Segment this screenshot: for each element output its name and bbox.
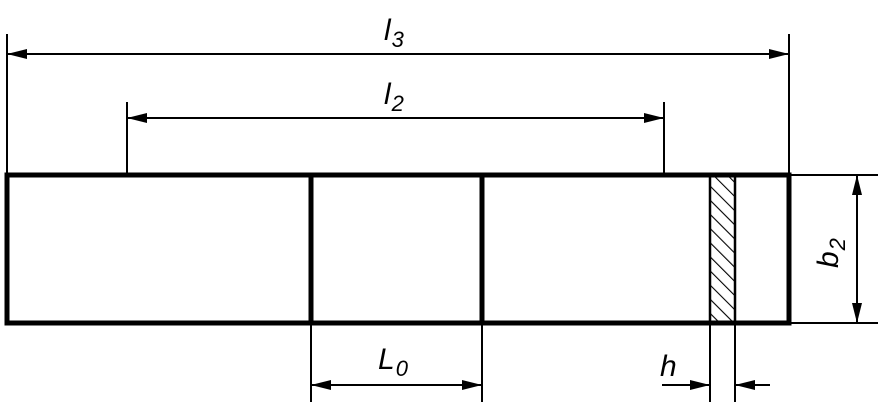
plate-outline [4, 172, 792, 326]
b2-label: b2 [812, 238, 850, 268]
h-label: h [660, 350, 677, 383]
l3-label: l3 [384, 14, 405, 52]
L0-label: L0 [378, 343, 409, 381]
hatched-strip [708, 173, 737, 325]
l2-label: l2 [384, 78, 404, 116]
